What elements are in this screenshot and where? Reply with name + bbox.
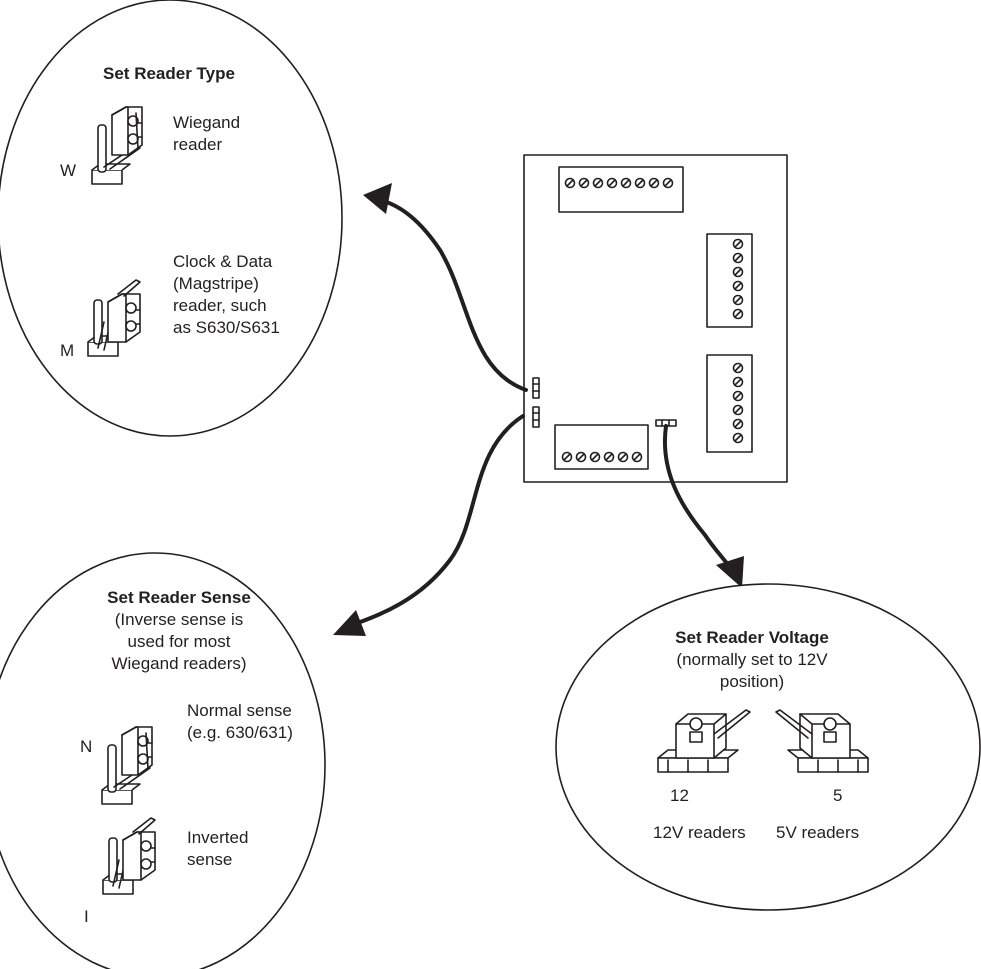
magstripe-letter: M [60,341,74,360]
reader-sense-header [532,406,540,428]
reader-sense-ellipse [0,552,326,969]
reader-voltage-title: Set Reader Voltage [675,628,829,647]
inverted-sense-label-line-2: sense [187,850,232,869]
normal-sense-letter: N [80,737,92,756]
reader-type-title: Set Reader Type [103,64,235,83]
inverted-sense-label-line-1: Inverted [187,828,248,847]
wiegand-letter: W [60,161,76,180]
reader-sense-note-line-2: used for most [128,632,231,651]
caption-12v-readers: 12V readers [653,823,746,842]
right-terminal-block-upper [706,233,753,328]
caption-5v-readers: 5V readers [776,823,859,842]
reader-voltage-ellipse [555,583,981,911]
magstripe-label-line-4: as S630/S631 [173,318,280,337]
circuit-board [523,154,788,483]
reader-sense-title: Set Reader Sense [107,588,251,607]
reader-type-header [532,377,540,399]
reader-sense-panel: Set Reader Sense (Inverse sense is used … [0,552,326,969]
right-terminal-block-lower [706,354,753,453]
wiegand-label-line-2: reader [173,135,222,154]
reader-type-ellipse [0,0,343,437]
arrow-to-reader-voltage [663,424,744,588]
magstripe-label-line-2: (Magstripe) [173,274,259,293]
reader-voltage-panel: Set Reader Voltage (normally set to 12V … [555,583,981,911]
reader-sense-note-line-3: Wiegand readers) [111,654,246,673]
arrow-to-reader-type [363,183,528,392]
normal-sense-label-line-2: (e.g. 630/631) [187,723,293,742]
reader-voltage-note-line-1: (normally set to 12V [676,650,828,669]
bottom-terminal-block [554,424,649,470]
magstripe-label-line-1: Clock & Data [173,252,273,271]
arrow-to-reader-sense [333,414,525,636]
jumper-5v-number: 5 [833,786,842,805]
top-terminal-block [558,166,684,213]
inverted-sense-letter: I [84,907,89,926]
reader-type-panel: Set Reader Type W Wiegand reader M Clock… [0,0,343,437]
jumper-12v-number: 12 [670,786,689,805]
wiegand-label-line-1: Wiegand [173,113,240,132]
magstripe-label-line-3: reader, such [173,296,267,315]
reader-sense-note-line-1: (Inverse sense is [115,610,244,629]
reader-voltage-note-line-2: position) [720,672,784,691]
normal-sense-label-line-1: Normal sense [187,701,292,720]
